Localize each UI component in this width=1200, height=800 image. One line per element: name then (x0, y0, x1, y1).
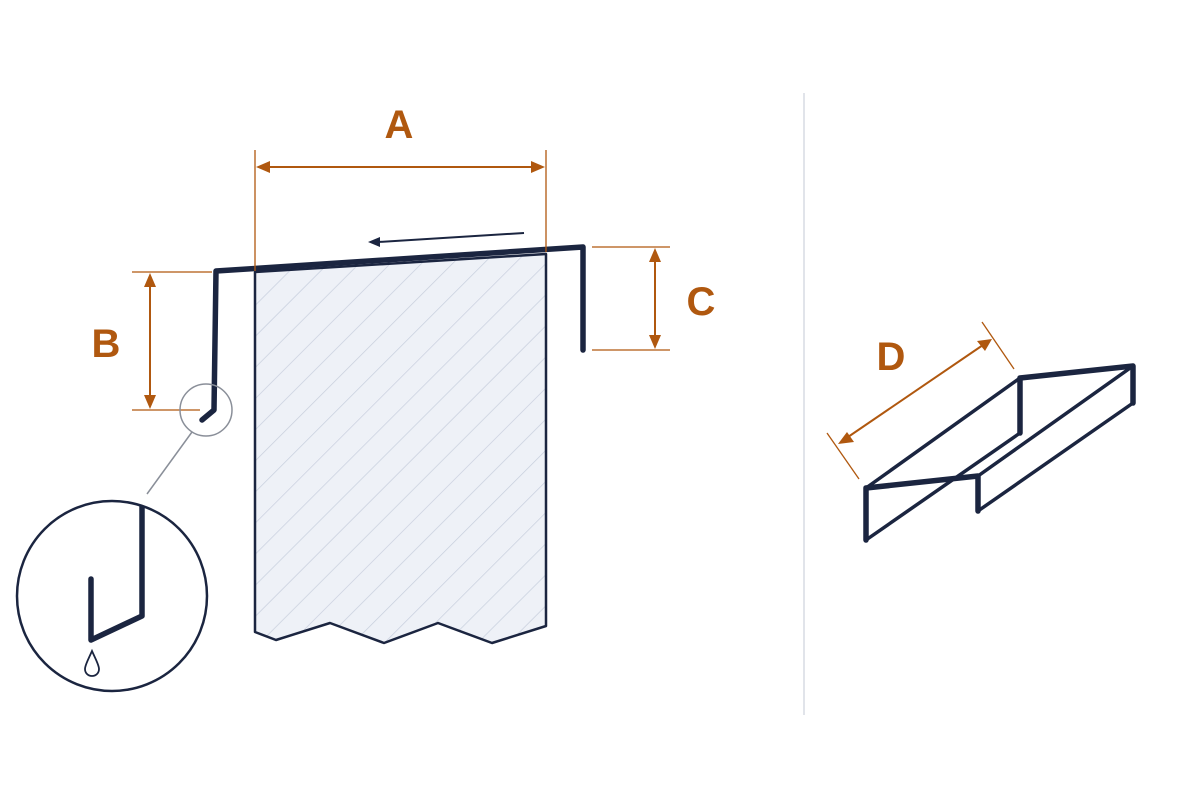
callout-zoom-circle (15, 499, 209, 693)
dimension-c-arrow-top (649, 248, 661, 262)
cap-flashing-profile (199, 244, 586, 423)
zoomed-drip-edge-profile (88, 501, 145, 643)
dimension-b-arrow-bottom (144, 395, 156, 409)
dimension-a: A (254, 103, 547, 271)
isometric-flashing-thin-edges (864, 364, 1135, 542)
callout-leader-line (146, 431, 193, 495)
wall-section-view: A B C (15, 103, 716, 693)
callout-marker-circle (179, 383, 233, 437)
dimension-a-label: A (385, 103, 414, 147)
dimension-a-arrow-left (256, 161, 270, 173)
dimension-c-arrow-bottom (649, 335, 661, 349)
dimension-a-arrow-right (531, 161, 545, 173)
drip-edge-callout (15, 383, 233, 693)
water-drop-icon (84, 648, 100, 677)
dimension-d-arrow-left (838, 432, 854, 444)
dimension-d-arrow-right (977, 339, 992, 351)
dimension-b: B (92, 271, 212, 411)
dimension-b-arrow-top (144, 273, 156, 287)
wall-body (253, 252, 548, 645)
dimension-b-label: B (92, 322, 121, 366)
arrow-left-icon (368, 232, 525, 247)
dimension-d-extension-right (981, 321, 1015, 370)
isometric-flashing-view: D (826, 321, 1136, 543)
isometric-flashing-profile-edges (863, 363, 1136, 543)
dimension-c-label: C (687, 280, 716, 324)
dimension-d-line (847, 344, 984, 438)
dimension-d-label: D (877, 335, 906, 379)
dimension-d-extension-left (826, 432, 860, 480)
dimension-c: C (592, 246, 716, 351)
dimension-d: D (826, 321, 1015, 480)
